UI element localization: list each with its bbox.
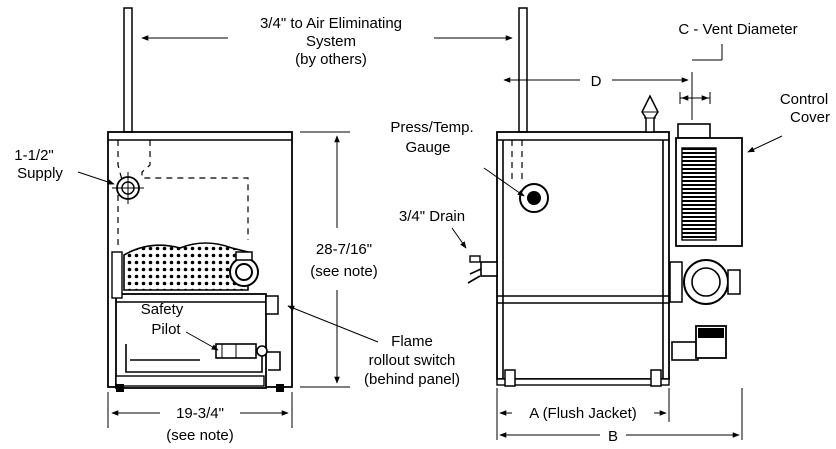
control-cover-label-line1: Control — [780, 91, 828, 108]
air-eliminator-pipe-front — [518, 7, 528, 133]
control-cover-label-line2: Cover — [790, 109, 830, 126]
supply-label-line1: 1-1/2" — [14, 147, 54, 164]
width-label-line2: (see note) — [166, 427, 234, 444]
relief-valve-icon — [641, 94, 659, 133]
air-elim-label-line2: System — [306, 33, 356, 50]
height-label-line2: (see note) — [310, 263, 378, 280]
height-dimension — [300, 131, 350, 388]
dimension-b-label: B — [608, 428, 618, 445]
flame-rollout-label-line2: rollout switch — [369, 352, 456, 369]
supply-fitting-icon — [112, 172, 144, 204]
drain-label: 3/4" Drain — [399, 208, 465, 225]
safety-pilot-icon — [215, 343, 268, 359]
pilot-valve-icon — [671, 325, 727, 361]
drain-valve-icon — [467, 255, 498, 284]
flame-rollout-label-line1: Flame — [391, 333, 433, 350]
vent-diameter-label: C - Vent Diameter — [678, 21, 797, 38]
d-dimension — [503, 72, 693, 120]
gauge-label-line1: Press/Temp. — [390, 119, 473, 136]
vent-louver-icon — [681, 147, 717, 241]
flame-rollout-label-line3: (behind panel) — [364, 371, 460, 388]
safety-pilot-label-line2: Pilot — [151, 321, 181, 338]
b-dimension — [499, 388, 743, 440]
dimension-a-label: A (Flush Jacket) — [529, 405, 637, 422]
air-elim-label-line1: 3/4" to Air Eliminating — [260, 15, 402, 32]
side-view — [107, 7, 293, 392]
control-cover — [675, 123, 743, 247]
a-dimension — [496, 388, 670, 440]
pressure-temperature-gauge-icon — [519, 183, 549, 213]
air-eliminator-pipe — [123, 7, 133, 133]
burner-flange-icon — [229, 251, 259, 287]
gas-valve-icon — [669, 259, 741, 305]
front-view — [467, 7, 670, 387]
width-dimension — [107, 392, 293, 428]
c-dimension — [679, 44, 723, 104]
supply-label-line2: Supply — [17, 165, 63, 182]
boiler-cabinet-front — [496, 131, 670, 380]
safety-pilot-label-line1: Safety — [141, 301, 184, 318]
gauge-label-line2: Gauge — [405, 139, 450, 156]
heat-exchanger — [123, 242, 249, 291]
height-label-line1: 28-7/16" — [316, 241, 372, 258]
burner-box — [115, 293, 267, 389]
width-label-line1: 19-3/4" — [176, 405, 224, 422]
air-elim-label-line3: (by others) — [295, 51, 367, 68]
dimension-d-label: D — [591, 73, 602, 90]
